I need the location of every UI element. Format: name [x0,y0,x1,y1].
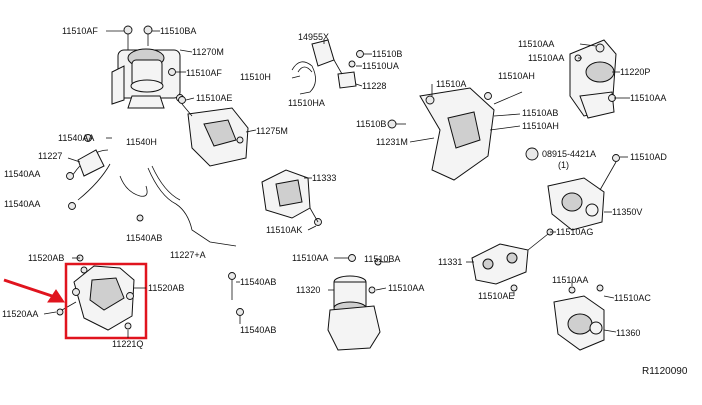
callout-labels: 11510AF 11510BA 11270M 11510AF 11510AE 1… [2,26,667,349]
bolts-11540AB-part [228,272,244,316]
reference-code: R1120090 [642,366,688,377]
callout-label: 11228 [362,81,386,91]
engine-mount-11270M-part [111,25,184,109]
callout-label: 11510AD [630,152,667,162]
callout-label: 11510AF [186,68,222,78]
callout-label: 11540AB [240,277,276,287]
callout-label: 08915-4421A [542,149,596,159]
callout-label: 11510AH [522,121,559,131]
callout-label: 11510AH [498,71,535,81]
callout-label: 11331 [438,257,462,267]
callout-label: 11510AC [614,293,651,303]
callout-label: 11540AB [126,233,162,243]
callout-label: 11350V [612,207,642,217]
bracket-11275M-part [178,96,249,167]
callout-label: 11227+A [170,250,206,260]
callout-label: 11510HA [288,98,325,108]
callout-label: 11520AB [148,283,184,293]
callout-label: 14955X [298,32,329,42]
callout-label: 11510B [372,49,402,59]
callout-label: 11540AA [4,169,40,179]
callout-label: 11510AA [528,53,564,63]
callout-label: (1) [558,160,569,170]
engine-mount-11320-part [327,254,382,351]
highlight-frame [64,262,148,340]
bracket-11231M-part [387,87,523,181]
bracket-14955X-part [291,39,364,95]
callout-label: 11510AE [478,291,514,301]
mounting-bracket-11221Q-part [56,254,135,331]
leader-lines [43,30,630,338]
callout-label: 11540AA [58,133,94,143]
callout-label: 11231M [376,137,408,147]
mount-11333-part [261,169,322,226]
mount-11360-part [553,284,605,351]
callout-label: 11221Q [112,339,143,349]
callout-label: 11510UA [362,61,399,71]
harness-11540H-part [66,134,237,247]
callout-label: 11510AA [630,93,666,103]
callout-label: 11520AB [28,253,64,263]
callout-label: 11333 [312,173,336,183]
bracket-11331-part [471,228,554,292]
callout-label: 11510A [436,79,466,89]
callout-label: 11227 [38,151,62,161]
callout-label: 11510AK [266,225,302,235]
callout-label: 11540AB [240,325,276,335]
callout-label: 11270M [192,47,224,57]
callout-label: 11510AA [388,283,424,293]
callout-label: 11510AA [518,39,554,49]
mount-11350V-part [525,147,620,231]
callout-label: 11510AF [62,26,98,36]
callout-label: 11510AB [522,108,558,118]
callout-label: 11510AA [552,275,588,285]
callout-label: 11220P [620,67,650,77]
callout-label: 11520AA [2,309,38,319]
callout-label: 11510BA [364,254,400,264]
callout-label: 11510AG [556,227,593,237]
engine-mount-11220P-part [569,39,617,119]
callout-label: 11540AA [4,199,40,209]
highlight-arrow [3,278,65,303]
callout-label: 11510B [356,119,386,129]
callout-label: 11510H [240,72,271,82]
callout-label: 11510AA [292,253,328,263]
callout-label: 11275M [256,126,288,136]
callout-label: 11360 [616,328,640,338]
callout-label: 11510BA [160,26,196,36]
callout-label: 11320 [296,285,320,295]
callout-label: 11540H [126,137,157,147]
callout-label: 11510AE [196,93,232,103]
